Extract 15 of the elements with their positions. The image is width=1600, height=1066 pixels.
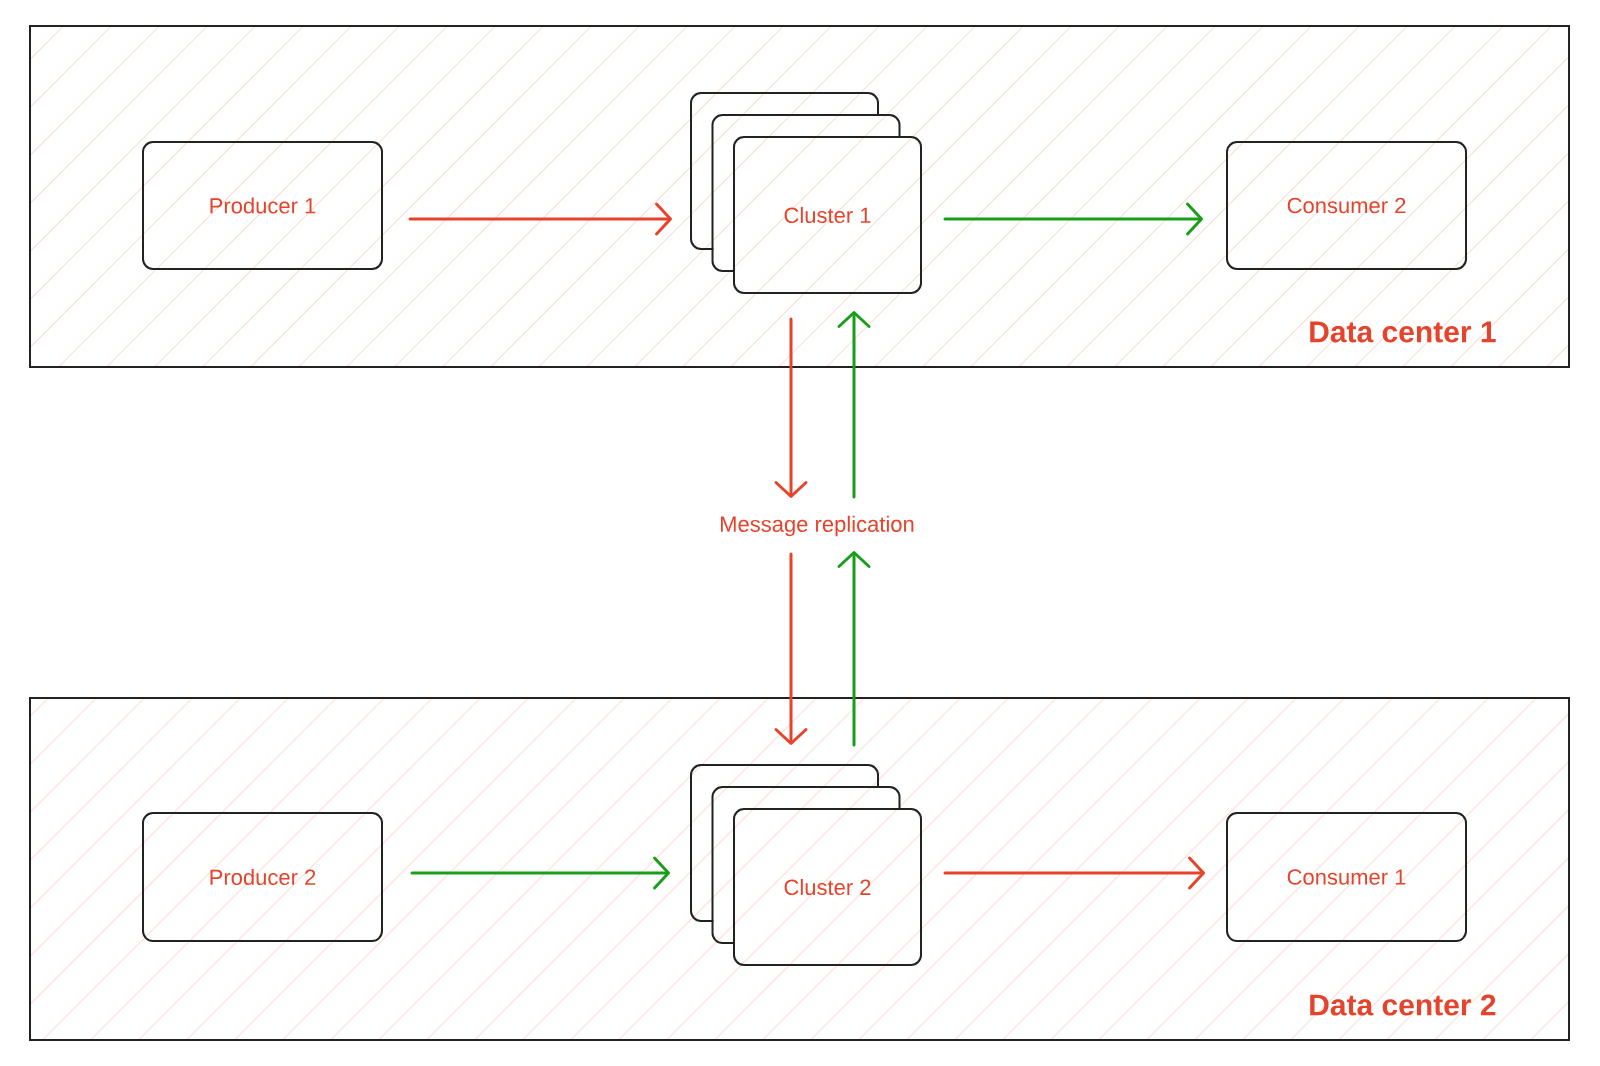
arrow bbox=[408, 202, 672, 236]
arrow bbox=[837, 311, 871, 499]
flow-label: Message replication bbox=[721, 515, 914, 537]
arrow bbox=[943, 856, 1205, 890]
rounded-box: Producer 1 bbox=[142, 141, 383, 270]
arrow bbox=[943, 202, 1203, 236]
rounded-box: Producer 2 bbox=[142, 812, 383, 942]
arrow bbox=[837, 551, 871, 747]
stacked-cards: Cluster 2 bbox=[690, 764, 922, 966]
rounded-box: Consumer 2 bbox=[1226, 141, 1467, 270]
arrow bbox=[774, 317, 808, 498]
arrow bbox=[410, 856, 670, 890]
arrow bbox=[774, 552, 808, 745]
stacked-cards: Cluster 1 bbox=[690, 92, 922, 294]
rounded-box: Consumer 1 bbox=[1226, 812, 1467, 942]
